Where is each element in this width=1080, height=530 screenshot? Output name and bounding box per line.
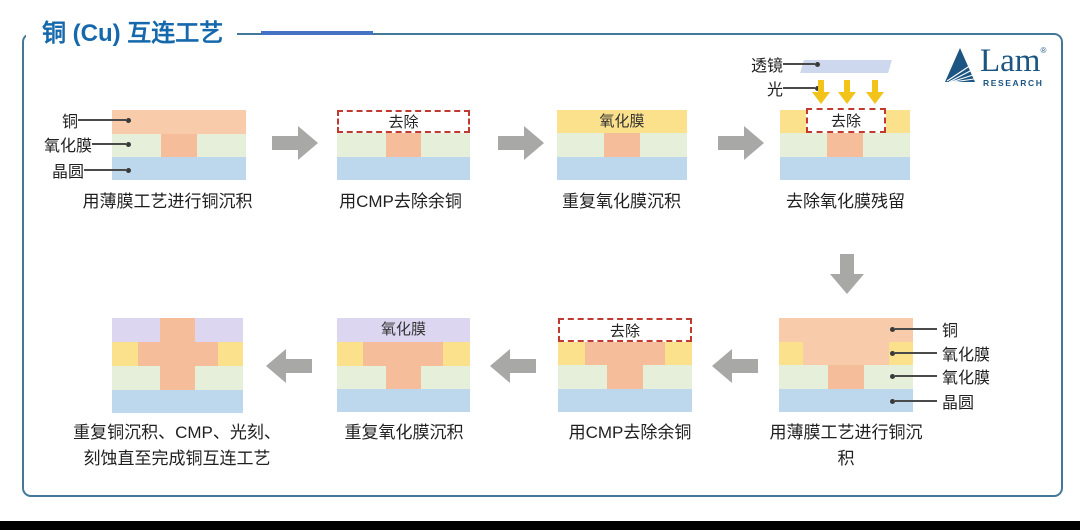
step-5-caption: 用薄膜工艺进行铜沉 积 — [769, 423, 923, 468]
leader-dot — [126, 167, 131, 173]
step-2-caption: 用CMP去除余铜 — [339, 192, 462, 211]
step-8-caption: 重复铜沉积、CMP、光刻、 刻蚀直至完成铜互连工艺 — [73, 423, 281, 468]
copper-via — [828, 365, 864, 389]
arrow-right-icon — [498, 126, 544, 160]
leader-label-oxide: 氧化膜 — [890, 367, 990, 387]
step-1-caption: 用薄膜工艺进行铜沉积 — [82, 192, 253, 211]
copper-via — [607, 365, 643, 389]
wafer-layer — [557, 157, 687, 180]
leader-label-copper: 铜 — [31, 111, 131, 131]
leader-label-lens: 透镜 — [736, 55, 820, 75]
light-arrow-icon — [866, 80, 884, 106]
leader-label-copper: 铜 — [890, 320, 958, 340]
copper-via — [161, 134, 197, 157]
logo-research-text: RESEARCH — [980, 79, 1047, 88]
copper-trench — [138, 342, 218, 366]
leader-dot — [890, 398, 895, 404]
leader-dot — [126, 117, 131, 123]
step-4-caption: 去除氧化膜残留 — [786, 192, 905, 211]
copper-via — [160, 318, 195, 342]
copper-trench — [585, 342, 665, 365]
remove-overlay: 去除 — [806, 108, 886, 133]
arrow-left-icon — [712, 349, 758, 383]
step-3-diagram: 氧化膜 — [557, 110, 687, 180]
step-7-caption: 重复氧化膜沉积 — [344, 423, 464, 442]
step-8-diagram — [112, 318, 243, 413]
wafer-layer — [337, 389, 470, 412]
step-7-diagram: 氧化膜 — [337, 318, 470, 412]
leader-dot — [890, 373, 895, 379]
oxide-film-layer — [337, 318, 470, 342]
copper-via — [386, 366, 421, 389]
leader-dot — [890, 326, 895, 332]
leader-dot — [890, 350, 895, 356]
leader-label-wafer: 晶圆 — [31, 161, 131, 181]
oxide-film-label: 氧化膜 — [380, 321, 426, 338]
wafer-layer — [558, 389, 692, 412]
lam-research-logo: Lam® RESEARCH — [944, 45, 1047, 88]
leader-dot — [815, 85, 820, 91]
arrow-right-icon — [718, 126, 764, 160]
copper-via — [827, 133, 863, 157]
wafer-layer — [780, 157, 910, 180]
copper-via — [386, 133, 421, 157]
arrow-left-icon — [490, 349, 536, 383]
wafer-layer — [779, 389, 913, 412]
copper-via — [160, 366, 195, 390]
light-arrow-icon — [838, 80, 856, 106]
wafer-layer — [337, 157, 470, 180]
arrow-right-icon — [272, 126, 318, 160]
leader-label-oxide: 氧化膜 — [31, 135, 131, 155]
title-accent-line — [261, 31, 373, 35]
leader-label-wafer: 晶圆 — [890, 392, 974, 412]
copper-layer — [112, 110, 246, 134]
logo-wordmark: Lam — [980, 43, 1041, 79]
lam-triangle-icon — [945, 48, 975, 83]
bottom-black-bar — [0, 521, 1080, 530]
arrow-left-icon — [266, 349, 312, 383]
logo-registered-mark: ® — [1040, 46, 1047, 55]
leader-label-oxide: 氧化膜 — [890, 344, 990, 364]
step-4-diagram: 去除 — [780, 108, 910, 180]
wafer-layer — [112, 157, 246, 180]
copper-via — [604, 133, 640, 157]
copper-trench — [363, 342, 443, 366]
arrow-down-icon — [830, 254, 864, 294]
slide-frame — [22, 33, 1063, 497]
step-2-diagram: 去除 — [337, 110, 470, 180]
light-arrow-icon — [812, 80, 830, 106]
step-6-caption: 用CMP去除余铜 — [568, 423, 692, 442]
wafer-layer — [112, 390, 243, 413]
leader-dot — [126, 141, 131, 147]
remove-overlay: 去除 — [558, 318, 692, 342]
leader-dot — [815, 61, 820, 67]
step-6-diagram: 去除 — [558, 318, 692, 412]
oxide-film-layer — [557, 110, 687, 133]
oxide-film-label: 氧化膜 — [599, 113, 645, 130]
remove-overlay: 去除 — [337, 110, 470, 133]
leader-label-light: 光 — [736, 79, 820, 99]
page-title: 铜 (Cu) 互连工艺 — [26, 10, 238, 50]
step-1-diagram — [112, 110, 246, 180]
copper-trench — [803, 342, 889, 365]
step-3-caption: 重复氧化膜沉积 — [562, 192, 681, 211]
